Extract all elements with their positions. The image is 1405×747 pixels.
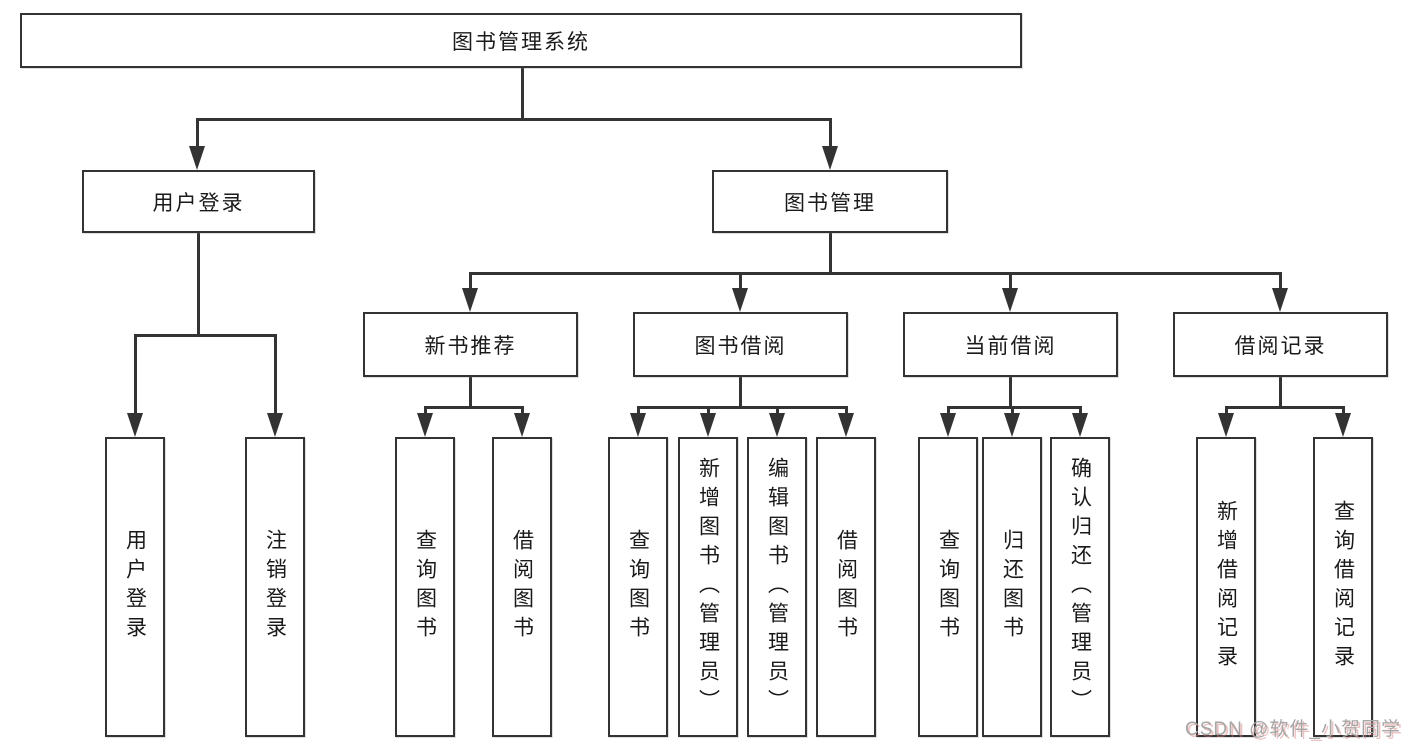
connector-line-vertical xyxy=(1010,407,1014,415)
node-label-leaf-borrow-books-1: 借阅图书 xyxy=(510,529,534,645)
node-label-book-mgmt: 图书管理 xyxy=(784,191,876,215)
node-label-leaf-query-record: 查询借阅记录 xyxy=(1331,500,1355,674)
node-book-mgmt: 图书管理 xyxy=(712,170,948,233)
node-label-leaf-query-books-1: 查询图书 xyxy=(413,529,437,645)
node-root: 图书管理系统 xyxy=(20,13,1022,68)
arrowhead-down-icon xyxy=(630,413,646,437)
node-current-borrow: 当前借阅 xyxy=(903,312,1118,377)
node-label-book-borrow: 图书借阅 xyxy=(694,334,787,358)
arrowhead-down-icon xyxy=(838,413,854,437)
node-leaf-borrow-books-2: 借阅图书 xyxy=(816,437,876,737)
connector-line-vertical xyxy=(775,407,779,415)
node-leaf-confirm-return: 确认归还（管理员） xyxy=(1050,437,1110,737)
node-leaf-edit-books: 编辑图书（管理员） xyxy=(747,437,807,737)
connector-line-vertical xyxy=(844,407,848,415)
node-label-leaf-confirm-return: 确认归还（管理员） xyxy=(1068,456,1092,718)
node-label-leaf-query-books-2: 查询图书 xyxy=(626,529,650,645)
node-new-books: 新书推荐 xyxy=(363,312,578,377)
connector-line-vertical xyxy=(1008,377,1012,407)
arrowhead-down-icon xyxy=(417,413,433,437)
node-user-login: 用户登录 xyxy=(82,170,315,233)
node-label-leaf-borrow-books-2: 借阅图书 xyxy=(834,529,858,645)
connector-line-vertical xyxy=(468,273,472,290)
connector-line-vertical xyxy=(946,407,950,415)
connector-line-vertical xyxy=(195,119,199,148)
connector-line-vertical xyxy=(636,407,640,415)
connector-line-vertical xyxy=(738,377,742,407)
node-label-new-books: 新书推荐 xyxy=(424,334,517,358)
connector-line-horizontal xyxy=(133,333,277,337)
arrowhead-down-icon xyxy=(462,288,478,312)
arrowhead-down-icon xyxy=(1004,413,1020,437)
node-label-leaf-add-books: 新增图书（管理员） xyxy=(696,456,720,718)
node-label-leaf-logout: 注销登录 xyxy=(263,529,287,645)
node-leaf-query-record: 查询借阅记录 xyxy=(1313,437,1373,737)
node-label-leaf-return-books: 归还图书 xyxy=(1000,529,1024,645)
connector-line-horizontal xyxy=(423,405,524,409)
node-leaf-return-books: 归还图书 xyxy=(982,437,1042,737)
arrowhead-down-icon xyxy=(1272,288,1288,312)
node-label-leaf-add-record: 新增借阅记录 xyxy=(1214,500,1238,674)
node-label-leaf-query-books-3: 查询图书 xyxy=(936,529,960,645)
connector-line-vertical xyxy=(706,407,710,415)
node-label-current-borrow: 当前借阅 xyxy=(964,334,1057,358)
node-leaf-query-books-2: 查询图书 xyxy=(608,437,668,737)
arrowhead-down-icon xyxy=(127,413,143,437)
arrowhead-down-icon xyxy=(1335,413,1351,437)
node-label-root: 图书管理系统 xyxy=(452,30,590,54)
connector-line-vertical xyxy=(1224,407,1228,415)
connector-line-horizontal xyxy=(636,405,848,409)
node-borrow-records: 借阅记录 xyxy=(1173,312,1388,377)
arrowhead-down-icon xyxy=(822,146,838,170)
node-leaf-query-books-1: 查询图书 xyxy=(395,437,455,737)
connector-line-vertical xyxy=(828,233,832,273)
node-leaf-add-record: 新增借阅记录 xyxy=(1196,437,1256,737)
connector-line-horizontal xyxy=(946,405,1082,409)
node-book-borrow: 图书借阅 xyxy=(633,312,848,377)
connector-line-vertical xyxy=(1341,407,1345,415)
connector-line-vertical xyxy=(738,273,742,290)
connector-line-vertical xyxy=(423,407,427,415)
arrowhead-down-icon xyxy=(940,413,956,437)
connector-line-vertical xyxy=(133,335,137,415)
arrowhead-down-icon xyxy=(1072,413,1088,437)
arrowhead-down-icon xyxy=(189,146,205,170)
connector-line-vertical xyxy=(196,233,200,335)
node-leaf-logout: 注销登录 xyxy=(245,437,305,737)
node-label-user-login: 用户登录 xyxy=(152,191,245,215)
connector-line-vertical xyxy=(273,335,277,415)
node-leaf-user-login: 用户登录 xyxy=(105,437,165,737)
connector-line-vertical xyxy=(520,407,524,415)
connector-line-vertical xyxy=(520,68,524,119)
node-label-borrow-records: 借阅记录 xyxy=(1234,334,1327,358)
node-leaf-query-books-3: 查询图书 xyxy=(918,437,978,737)
node-leaf-borrow-books-1: 借阅图书 xyxy=(492,437,552,737)
connector-line-vertical xyxy=(1278,273,1282,290)
connector-line-vertical xyxy=(468,377,472,407)
node-leaf-add-books: 新增图书（管理员） xyxy=(678,437,738,737)
arrowhead-down-icon xyxy=(1218,413,1234,437)
arrowhead-down-icon xyxy=(700,413,716,437)
arrowhead-down-icon xyxy=(769,413,785,437)
connector-line-horizontal xyxy=(195,117,832,121)
arrowhead-down-icon xyxy=(267,413,283,437)
node-label-leaf-user-login: 用户登录 xyxy=(123,529,147,645)
node-label-leaf-edit-books: 编辑图书（管理员） xyxy=(765,456,789,718)
connector-line-horizontal xyxy=(1224,405,1345,409)
connector-line-horizontal xyxy=(468,271,1282,275)
arrowhead-down-icon xyxy=(1002,288,1018,312)
arrowhead-down-icon xyxy=(514,413,530,437)
connector-line-vertical xyxy=(1008,273,1012,290)
connector-line-vertical xyxy=(1278,377,1282,407)
csdn-watermark: CSDN @软件_小贺同学 xyxy=(1185,719,1401,740)
connector-line-vertical xyxy=(828,119,832,148)
connector-line-vertical xyxy=(1078,407,1082,415)
arrowhead-down-icon xyxy=(732,288,748,312)
